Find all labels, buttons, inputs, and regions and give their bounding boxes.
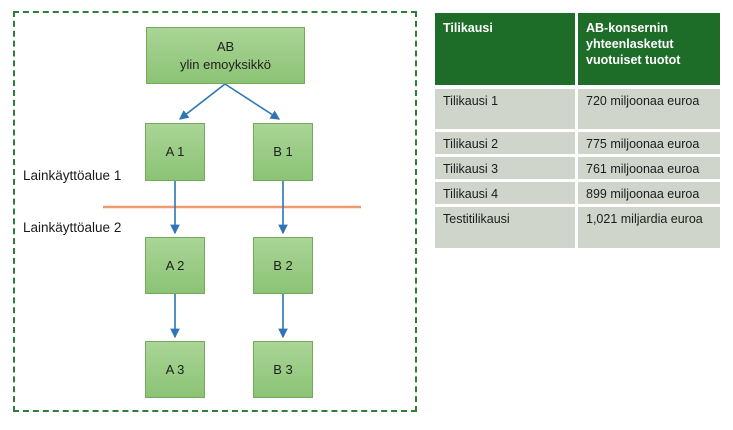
jurisdiction-label-2: Lainkäyttöalue 2 (23, 220, 122, 235)
node-b2-label: B 2 (273, 257, 293, 273)
node-a2-label: A 2 (165, 257, 185, 273)
table-cell-value: 1,021 miljardia euroa (586, 212, 703, 226)
table-row: Testitilikausi 1,021 miljardia euroa (435, 207, 720, 248)
table-cell-period: Testitilikausi (435, 207, 578, 248)
node-a3: A 3 (145, 341, 205, 398)
node-b2: B 2 (253, 237, 313, 294)
jurisdiction-label-1: Lainkäyttöalue 1 (23, 168, 122, 183)
table-header-row: Tilikausi AB-konsernin yhteenlasketut vu… (435, 13, 720, 85)
connector-root-b1 (224, 83, 281, 120)
group-structure-diagram: AB ylin emoyksikkö A 1 B 1 A 2 B 2 A 3 B… (13, 11, 417, 412)
table-cell-period: Tilikausi 2 (435, 132, 578, 154)
table-cell-value: 720 miljoonaa euroa (586, 94, 700, 108)
table-row: Tilikausi 2 775 miljoonaa euroa (435, 132, 720, 154)
table-row: Tilikausi 1 720 miljoonaa euroa (435, 89, 720, 129)
table-cell-value: 775 miljoonaa euroa (586, 137, 700, 151)
node-root-parent: AB ylin emoyksikkö (146, 27, 305, 84)
node-a3-label: A 3 (165, 361, 185, 377)
node-root-line2: ylin emoyksikkö (179, 56, 272, 72)
node-b1-label: B 1 (273, 144, 293, 159)
table-header-revenue: AB-konsernin yhteenlasketut vuotuiset tu… (586, 21, 681, 67)
node-b1: B 1 (253, 123, 313, 181)
node-a2: A 2 (145, 237, 205, 294)
node-b3: B 3 (253, 341, 313, 398)
table-cell-period: Tilikausi 3 (435, 157, 578, 179)
table-header-period: Tilikausi (435, 13, 578, 85)
node-b3-label: B 3 (273, 361, 293, 377)
node-a1-label: A 1 (165, 144, 185, 159)
connector-root-a1 (178, 83, 226, 120)
connector-lines (103, 83, 361, 339)
table-cell-period: Tilikausi 4 (435, 182, 578, 204)
annual-revenue-table: Tilikausi AB-konsernin yhteenlasketut vu… (435, 13, 720, 248)
node-a1: A 1 (145, 123, 205, 181)
table-cell-value: 899 miljoonaa euroa (586, 187, 700, 201)
table-row: Tilikausi 3 761 miljoonaa euroa (435, 157, 720, 179)
node-root-line1: AB (216, 38, 235, 54)
table-cell-value: 761 miljoonaa euroa (586, 162, 700, 176)
table-cell-period: Tilikausi 1 (435, 89, 578, 129)
table-row: Tilikausi 4 899 miljoonaa euroa (435, 182, 720, 204)
